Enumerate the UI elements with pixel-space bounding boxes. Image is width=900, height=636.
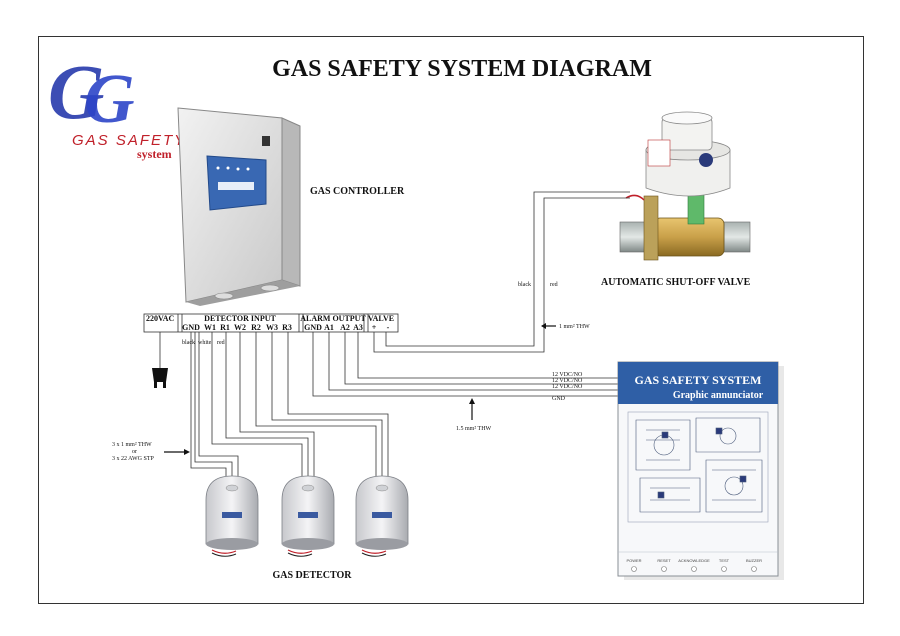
terminal-detector-input: DETECTOR INPUT bbox=[204, 314, 276, 323]
controller-switch bbox=[262, 136, 270, 146]
annunciator-button-label-4: BUZZER bbox=[746, 558, 762, 563]
gas-detector-3 bbox=[355, 475, 409, 557]
detector-cable-note-1: 3 x 1 mm² THW bbox=[112, 442, 152, 448]
pin-valve-0: + bbox=[372, 323, 377, 332]
power-plug bbox=[152, 332, 168, 388]
annunciator-button-1[interactable] bbox=[661, 566, 667, 572]
annunciator-button-3[interactable] bbox=[721, 566, 727, 572]
terminal-alarm-output: ALARM OUTPUT bbox=[300, 314, 366, 323]
pin-alarm-3: A3 bbox=[353, 323, 363, 332]
detector-cable-note-2: 3 x 22 AWG STP bbox=[112, 456, 155, 462]
alarm-line-3: 12 VDC/NO bbox=[552, 384, 583, 390]
detector-cable-or: or bbox=[132, 449, 137, 455]
terminal-valve: VALVE bbox=[368, 314, 394, 323]
annunciator-header bbox=[618, 362, 778, 404]
controller-label: GAS CONTROLLER bbox=[310, 186, 405, 197]
detector-label: GAS DETECTOR bbox=[272, 570, 352, 581]
logo-letter-1: G bbox=[48, 48, 104, 135]
wire-note-white: white bbox=[198, 340, 212, 346]
annunciator-button-2[interactable] bbox=[691, 566, 697, 572]
wire-notes: black white red black red 1 mm² THW 12 V… bbox=[112, 282, 590, 462]
pin-alarm-1: A1 bbox=[324, 323, 334, 332]
pin-det-4: R2 bbox=[251, 323, 261, 332]
annunciator-title: GAS SAFETY SYSTEM bbox=[635, 373, 762, 387]
alarm-line-2: 12 VDC/NO bbox=[552, 378, 583, 384]
pin-valve-1: - bbox=[387, 323, 390, 332]
annunciator-button-4[interactable] bbox=[751, 566, 757, 572]
alarm-cable-note: 1.5 mm² THW bbox=[456, 426, 492, 432]
annunciator-button-label-1: RESET bbox=[657, 558, 671, 563]
gas-detector-2 bbox=[281, 475, 335, 557]
valve-cable-note: 1 mm² THW bbox=[559, 324, 590, 330]
annunciator-button-label-0: POWER bbox=[626, 558, 641, 563]
logo-letter-2: G bbox=[84, 61, 135, 138]
wire-note-red: red bbox=[217, 340, 225, 346]
pin-alarm-2: A2 bbox=[340, 323, 350, 332]
shutoff-valve: AUTOMATIC SHUT-OFF VALVE bbox=[601, 111, 751, 288]
floor-plan bbox=[627, 411, 769, 523]
gas-controller: GAS CONTROLLER bbox=[177, 107, 405, 306]
annunciator-buttons: POWER RESET ACKNOWLEDGE TEST BUZZER bbox=[626, 558, 762, 572]
terminal-power: 220VAC bbox=[146, 314, 175, 323]
pin-det-1: W1 bbox=[204, 323, 216, 332]
alarm-line-gnd: GND bbox=[552, 396, 566, 402]
pin-det-6: R3 bbox=[282, 323, 292, 332]
graphic-annunciator: GAS SAFETY SYSTEM Graphic annunciator PO… bbox=[617, 361, 784, 580]
wiring bbox=[164, 191, 630, 478]
diagram-title: GAS SAFETY SYSTEM DIAGRAM bbox=[272, 56, 652, 82]
pin-alarm-0: GND bbox=[304, 323, 322, 332]
terminal-strip: 220VAC DETECTOR INPUT ALARM OUTPUT VALVE… bbox=[143, 313, 399, 333]
valve-badge bbox=[699, 153, 713, 167]
valve-label: AUTOMATIC SHUT-OFF VALVE bbox=[601, 277, 751, 288]
wire-note-black: black bbox=[182, 340, 195, 346]
gas-detectors bbox=[205, 475, 409, 557]
annunciator-subtitle: Graphic annunciator bbox=[673, 390, 764, 401]
pin-det-3: W2 bbox=[234, 323, 246, 332]
alarm-line-1: 12 VDC/NO bbox=[552, 372, 583, 378]
valve-wire-black: black bbox=[518, 282, 531, 288]
logo-brand: GAS SAFETY bbox=[72, 132, 186, 149]
gas-detector-1 bbox=[205, 475, 259, 557]
pin-det-0: GND bbox=[182, 323, 200, 332]
logo-subtitle: system bbox=[137, 147, 172, 161]
company-logo: G G GAS SAFETY system bbox=[48, 48, 186, 161]
annunciator-button-label-2: ACKNOWLEDGE bbox=[678, 558, 710, 563]
valve-wire-red: red bbox=[550, 282, 558, 288]
annunciator-button-0[interactable] bbox=[631, 566, 637, 572]
pin-det-5: W3 bbox=[266, 323, 278, 332]
pin-det-2: R1 bbox=[220, 323, 230, 332]
annunciator-button-label-3: TEST bbox=[719, 558, 730, 563]
